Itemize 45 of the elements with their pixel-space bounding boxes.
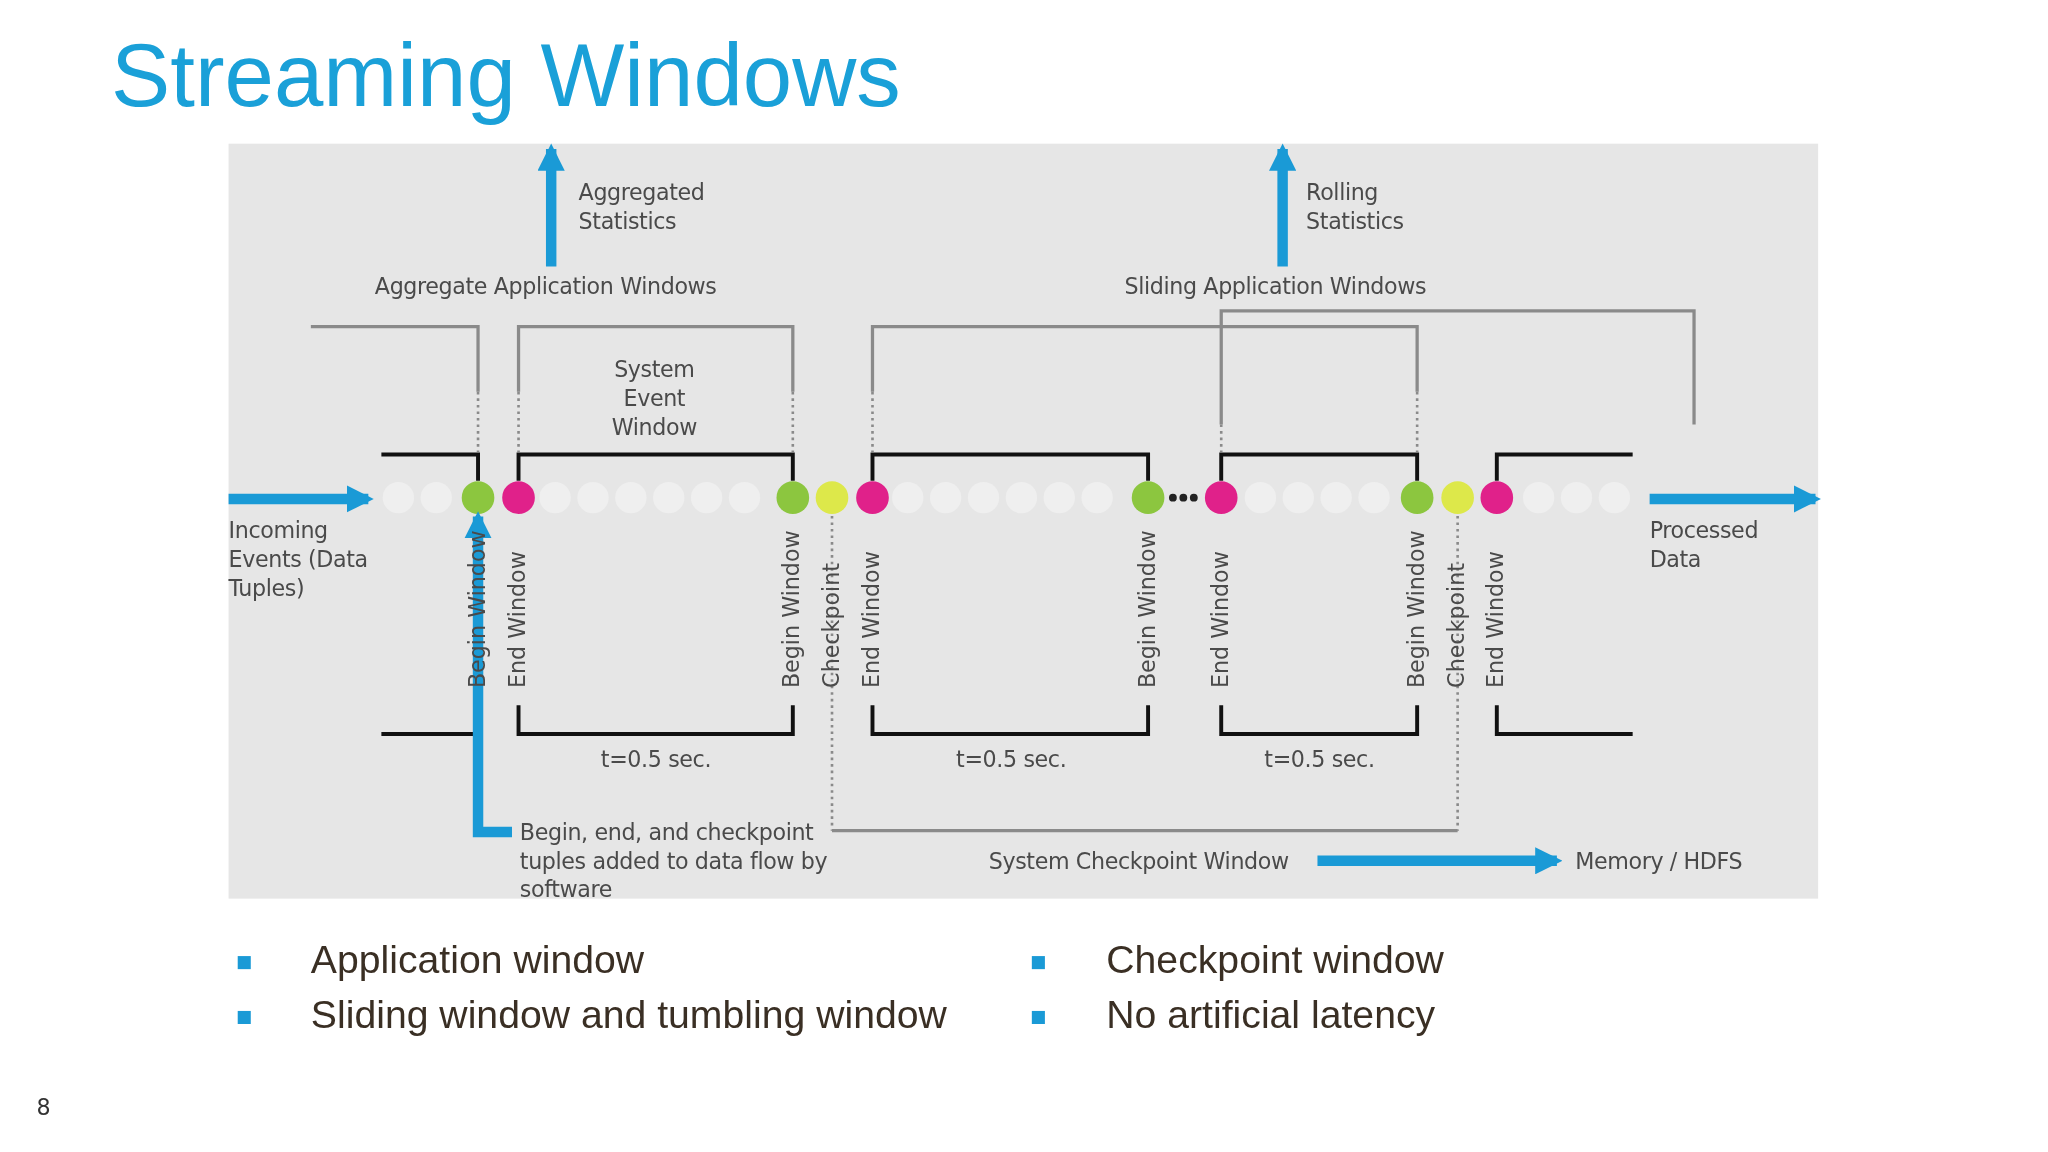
text-label: Processed Data	[1649, 515, 1781, 574]
text-label: System Checkpoint Window	[988, 846, 1289, 876]
bullet-text: Checkpoint window	[1106, 937, 1444, 983]
marker-dot	[502, 481, 535, 514]
arrow	[228, 485, 374, 513]
arrow	[1269, 143, 1297, 267]
marker-dot	[815, 481, 849, 514]
marker-dot	[1400, 481, 1434, 514]
text-label: Rolling Statistics	[1306, 177, 1463, 236]
marker-dot	[1204, 481, 1238, 514]
text-label: Sliding Application Windows	[1124, 271, 1427, 301]
marker-label: End Window	[504, 551, 531, 689]
system-window-label: System Event Window	[610, 355, 698, 442]
marker-label: Begin Window	[1402, 530, 1429, 689]
arrow	[537, 143, 565, 267]
marker-dot	[1131, 481, 1165, 514]
bullet-text: Sliding window and tumbling window	[310, 992, 947, 1038]
text-label: Incoming Events (Data Tuples)	[228, 515, 399, 603]
bullet-text: No artificial latency	[1106, 992, 1436, 1038]
text-label: Begin, end, and checkpoint tuples added to data flow by software	[519, 817, 860, 904]
marker-dot	[856, 481, 889, 514]
text-label: Memory / HDFS	[1575, 846, 1743, 876]
marker-dot	[1441, 481, 1474, 514]
title: Streaming Windows	[111, 23, 901, 126]
page-number: 8	[36, 1094, 51, 1121]
marker-dot	[461, 481, 495, 514]
text-label: Aggregate Application Windows	[374, 271, 717, 301]
duration-label: t=0.5 sec.	[1264, 744, 1375, 774]
arrow	[1317, 847, 1563, 875]
marker-dot	[1480, 481, 1514, 514]
leader-arrow	[464, 511, 512, 838]
marker-label: Checkpoint	[817, 563, 844, 689]
text-label: Aggregated Statistics	[578, 177, 736, 236]
marker-label: Begin Window	[1133, 530, 1160, 689]
marker-label: Begin Window	[463, 530, 490, 689]
marker-label: End Window	[858, 551, 885, 689]
duration-label: t=0.5 sec.	[600, 744, 712, 774]
duration-label: t=0.5 sec.	[956, 744, 1067, 774]
marker-label: End Window	[1206, 551, 1233, 689]
bullet-text: Application window	[310, 937, 645, 983]
marker-dot	[776, 481, 810, 514]
marker-label: End Window	[1482, 551, 1509, 689]
marker-label: Checkpoint	[1443, 563, 1470, 689]
arrow	[1649, 485, 1821, 513]
marker-label: Begin Window	[778, 530, 805, 689]
